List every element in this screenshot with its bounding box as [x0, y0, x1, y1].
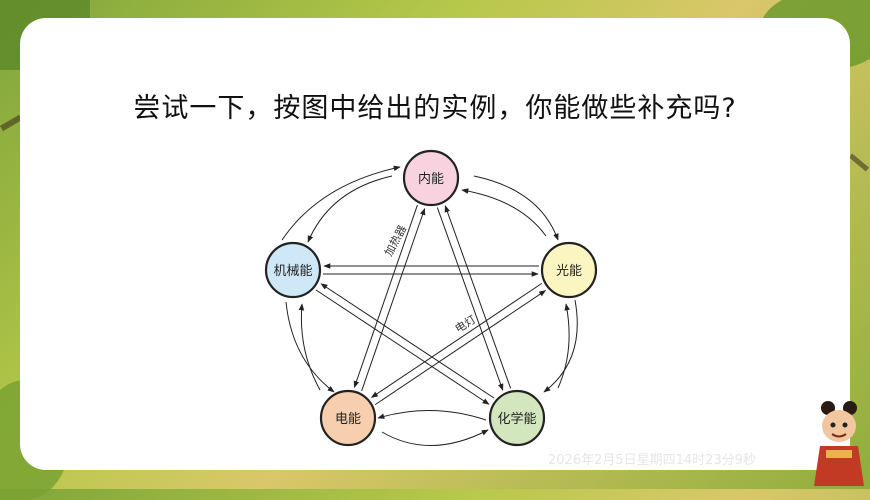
node-circle [488, 389, 546, 447]
mascot-character-icon [814, 401, 864, 486]
curve-chemical-to-light [557, 303, 570, 389]
node-label: 化学能 [497, 411, 536, 427]
curve-electric-to-chemical [381, 429, 489, 446]
arrow-mechanical-to-chemical [315, 289, 490, 405]
timestamp-watermark: 2026年2月5日星期四14时23分9秒 [548, 453, 756, 468]
diagram-arrows [281, 165, 578, 446]
curve-chemical-to-electric [377, 409, 487, 421]
slide-card [20, 18, 850, 470]
node-label: 电能 [335, 412, 361, 427]
curve-light-to-chemical [543, 299, 578, 393]
curve-internal-to-mechanical [307, 175, 393, 243]
node-circle [402, 149, 460, 207]
edge-label-lamp: 电灯 [453, 313, 479, 336]
node-electric: 电能 [319, 389, 377, 447]
node-light: 光能 [540, 241, 598, 299]
energy-conversion-diagram: 内能机械能光能电能化学能 加热器 电灯 [264, 149, 598, 447]
node-label: 机械能 [273, 264, 312, 279]
node-mechanical: 机械能 [264, 241, 322, 299]
node-circle [319, 389, 377, 447]
arrow-chemical-to-mechanical [320, 283, 495, 399]
node-chemical: 化学能 [488, 389, 546, 447]
arrow-chemical-to-internal [444, 205, 512, 389]
node-label: 内能 [418, 171, 444, 187]
node-circle [540, 241, 598, 299]
arrow-electric-to-internal [361, 207, 426, 392]
arrow-electric-to-light [374, 290, 547, 406]
arrow-internal-to-chemical [436, 207, 504, 391]
node-circle [264, 241, 322, 299]
curve-electric-to-mechanical [298, 303, 321, 391]
slide-title: 尝试一下，按图中给出的实例，你能做些补充吗? [133, 93, 737, 124]
curve-mechanical-to-electric [285, 301, 335, 393]
curve-mechanical-to-internal [281, 165, 401, 241]
node-internal: 内能 [402, 149, 460, 207]
curve-light-to-internal [461, 188, 547, 237]
arrow-light-to-electric [370, 282, 543, 398]
curve-internal-to-light [473, 175, 559, 241]
node-label: 光能 [556, 264, 582, 279]
arrow-internal-to-electric [353, 204, 418, 389]
